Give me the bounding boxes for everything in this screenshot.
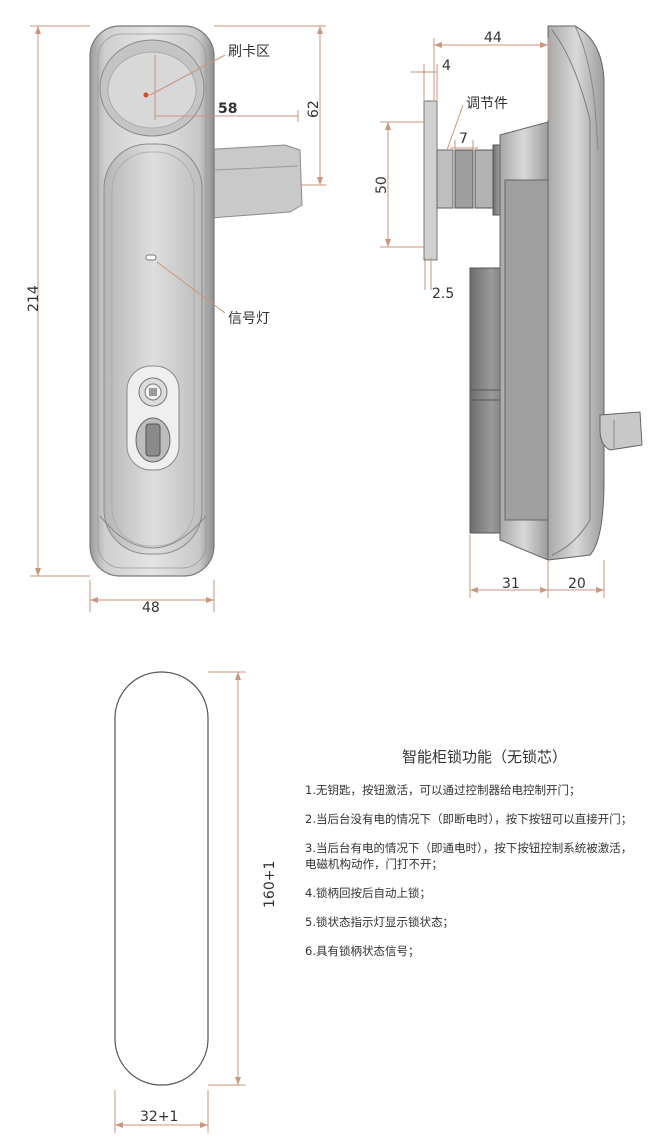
feature-item: 4.锁柄回按后自动上锁； (305, 886, 431, 900)
features-title: 智能柜锁功能（无锁芯） (402, 748, 568, 766)
handle-recess (103, 143, 203, 555)
dimension-arrows (35, 26, 604, 1128)
card-area-center-mark (143, 92, 149, 98)
mounting-plate (423, 100, 438, 261)
dim-side-depth-top: 44 (484, 30, 502, 46)
dim-side-adjuster: 7 (459, 131, 468, 147)
feature-item: 3.当后台有电的情况下（即通电时），按下按钮控制系统被激活， 电磁机构动作，门打… (305, 841, 633, 871)
side-view (423, 25, 643, 561)
key-slot (145, 423, 161, 457)
adjuster-block (436, 149, 454, 209)
signal-light (145, 254, 157, 261)
panel-cutout (114, 671, 209, 1086)
dim-side-plate: 4 (442, 58, 451, 74)
features-list: 1.无钥匙，按钮激活，可以通过控制器给电控制开门； 2.当后台没有电的情况下（即… (305, 782, 670, 972)
feature-item: 5.锁状态指示灯显示锁状态； (305, 915, 454, 929)
dim-card-offset: 58 (218, 101, 237, 117)
dim-front-height: 214 (26, 285, 42, 312)
label-signal-light: 信号灯 (228, 311, 270, 327)
dimension-lines (30, 25, 605, 1133)
handle-lever (199, 144, 303, 219)
dim-side-head-depth: 20 (568, 576, 586, 592)
dim-side-plate-height: 50 (374, 176, 390, 194)
feature-item: 2.当后台没有电的情况下（即断电时），按下按钮可以直接开门； (305, 812, 633, 826)
dim-side-body-depth: 31 (502, 576, 520, 592)
feature-item: 1.无钥匙，按钮激活，可以通过控制器给电控制开门； (305, 783, 581, 797)
dim-cutout-width: 32+1 (140, 1109, 178, 1125)
dim-card-height: 62 (306, 100, 322, 118)
dim-front-width: 48 (142, 600, 160, 616)
front-view (89, 25, 303, 577)
label-card-area: 刷卡区 (228, 44, 270, 60)
label-adjuster: 调节件 (466, 96, 508, 112)
dim-cutout-height: 160+1 (262, 861, 278, 908)
dim-side-gap: 2.5 (432, 286, 454, 302)
head-profile (547, 25, 605, 561)
feature-item: 6.具有锁柄状态信号； (305, 944, 420, 958)
side-button (599, 411, 643, 451)
